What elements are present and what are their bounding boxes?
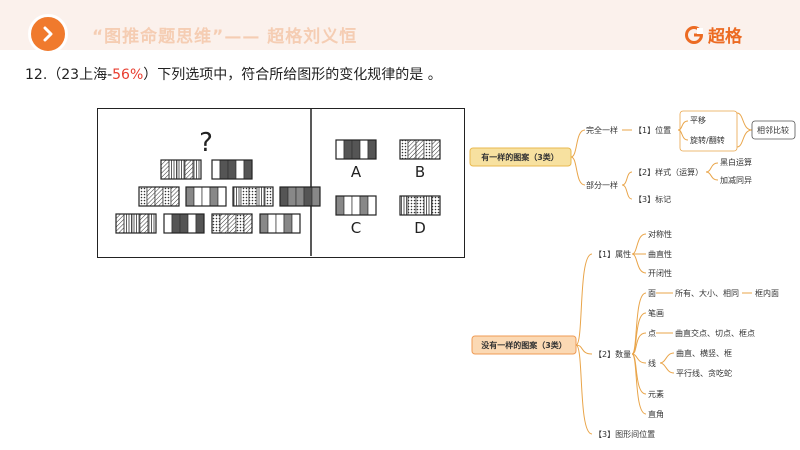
mm-bihua: 笔画 (648, 308, 664, 318)
mm-xianglin: 相邻比较 (757, 125, 789, 135)
mm-dian: 点 (648, 329, 656, 338)
question-text: 12.（23上海-56%）下列选项中，符合所给图形的变化规律的是 。 (25, 64, 442, 84)
pyramid-tile (138, 186, 180, 207)
question-suffix: ）下列选项中，符合所给图形的变化规律的是 。 (143, 67, 442, 83)
mm-zhijiao: 直角 (648, 409, 664, 419)
mm-yuansu: 元素 (648, 389, 664, 399)
mindmap-connectors-2 (575, 233, 752, 435)
mm-biaoji: 【3】标记 (634, 194, 671, 204)
mm-duicheng: 对称性 (648, 229, 672, 239)
question-prefix: 12.（23上海- (25, 67, 113, 83)
pyramid-tile (279, 186, 321, 207)
root2-label: 没有一样的图案（3类） (481, 340, 567, 350)
logo-text: 超格 (708, 27, 742, 47)
pyramid-tile (115, 213, 157, 234)
mm-shuxing: 【1】属性 (594, 249, 631, 259)
mm-mian-detail: 所有、大小、相同 (675, 288, 739, 298)
mindmap-connectors-1 (570, 112, 753, 200)
root1-node: 有一样的图案（3类） (469, 147, 572, 167)
mm-mian: 面 (648, 289, 656, 298)
option-tile (335, 195, 377, 216)
pyramid-tile (259, 213, 301, 234)
mm-xuanzhuan: 旋转/翻转 (690, 135, 725, 145)
option-label-d: D (414, 219, 426, 237)
mm-same-pos: 【1】位置 (634, 125, 671, 135)
next-arrow-button[interactable] (28, 14, 68, 54)
option-label-c: C (351, 219, 361, 237)
mm-weizhi: 【3】图形间位置 (594, 429, 655, 439)
mm-same: 完全一样 (586, 125, 618, 135)
option-tile (399, 139, 441, 160)
pyramid-tile (211, 159, 253, 180)
mm-heibai: 黑白运算 (720, 157, 752, 167)
option-tile (399, 195, 441, 216)
mm-xian-detail1: 曲直、横竖、框 (676, 348, 732, 358)
mm-xian-detail2: 平行线、贪吃蛇 (676, 368, 732, 378)
mm-position-box (679, 110, 738, 152)
logo-icon (685, 25, 703, 44)
puzzle-figure: ? A B C D (97, 108, 465, 258)
root1-label: 有一样的图案（3类） (481, 152, 559, 162)
mm-quzhi: 曲直性 (648, 249, 672, 259)
pyramid-tile (185, 186, 227, 207)
question-mark: ? (199, 128, 213, 158)
option-label-b: B (415, 163, 425, 181)
banner-title: “图推命题思维”—— 超格刘义恒 (92, 27, 358, 47)
mm-style: 【2】样式（运算） (634, 167, 703, 177)
root2-node: 没有一样的图案（3类） (471, 335, 577, 355)
mm-dian-detail: 曲直交点、切点、框点 (675, 328, 755, 338)
mm-jiajian: 加减同异 (720, 175, 752, 185)
answer-options (335, 139, 441, 216)
pyramid-tile (160, 159, 202, 180)
brand-logo: 超格 (684, 22, 742, 47)
pyramid-tile (211, 213, 253, 234)
mm-kaibi: 开闭性 (648, 268, 672, 278)
pyramid-tiles (115, 159, 321, 234)
chevron-right-icon (43, 26, 53, 42)
mm-xian: 线 (648, 358, 656, 368)
mm-xianglin-box (751, 120, 796, 140)
mm-pingyi: 平移 (690, 115, 706, 125)
puzzle-svg: ? A B C D (115, 109, 441, 256)
mm-kuangnei: 框内面 (755, 288, 779, 298)
option-label-a: A (351, 163, 362, 181)
option-tile (335, 139, 377, 160)
header-banner (0, 0, 800, 50)
mm-partial: 部分一样 (586, 180, 618, 190)
mm-shuliang: 【2】数量 (594, 349, 631, 359)
pyramid-tile (163, 213, 205, 234)
pyramid-tile (232, 186, 274, 207)
question-percent: 56% (112, 67, 144, 83)
